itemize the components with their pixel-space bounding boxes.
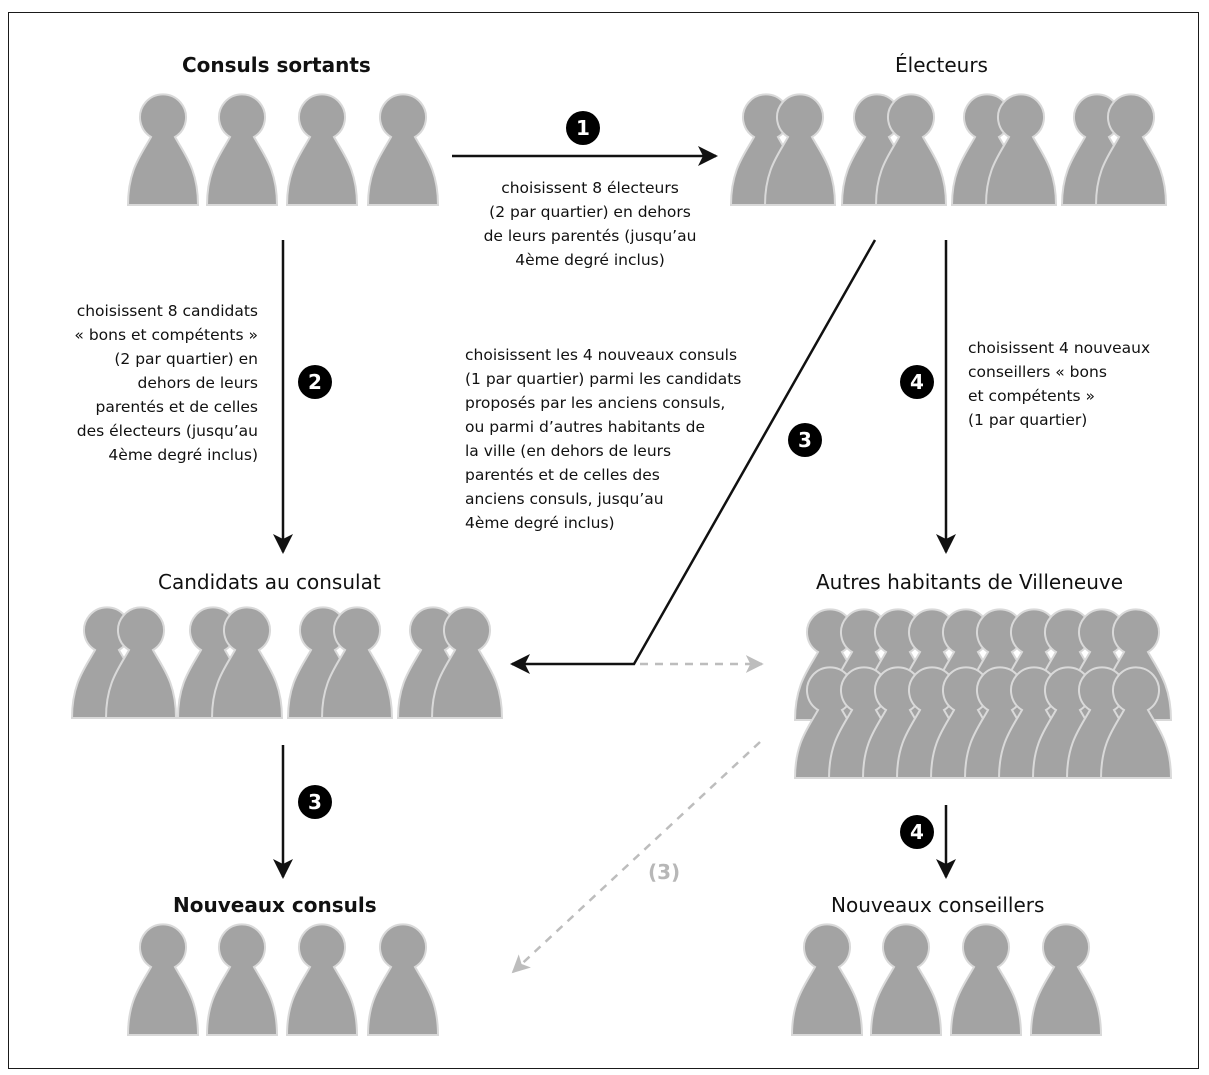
dashed-arrow-step3-optional [511,741,761,974]
person-figure [430,606,504,719]
svg-text:1: 1 [576,116,590,140]
person-figure [210,606,284,719]
person-figure [126,93,200,206]
svg-text:4: 4 [910,820,924,844]
badge-step4-lower: 4 [900,815,934,849]
title-autres-habitants: Autres habitants de Villeneuve [816,570,1124,594]
person-figure [1029,923,1103,1036]
title-candidats: Candidats au consulat [158,570,381,594]
title-electeurs: Électeurs [895,53,988,77]
person-figure [285,923,359,1036]
diagram-frame [8,12,1199,1069]
person-figure [205,923,279,1036]
svg-text:4: 4 [910,370,924,394]
person-figure [285,93,359,206]
figure-layer [70,93,1173,1036]
person-figure [126,923,200,1036]
arrow-step3-a [510,239,877,674]
svg-text:3: 3 [798,428,812,452]
badge-step3-lower: 3 [298,785,332,819]
person-figure [869,923,943,1036]
description-step3: choisissent les 4 nouveaux consuls (1 pa… [465,346,742,532]
person-figure [104,606,178,719]
badge-step4-upper: 4 [900,365,934,399]
badge-step1: 1 [566,111,600,145]
person-figure [763,93,837,206]
description-step1: choisissent 8 électeurs (2 par quartier)… [483,179,697,269]
label-step3-optional: (3) [648,860,681,884]
svg-text:3: 3 [308,790,322,814]
person-figure [366,93,440,206]
person-figure [874,93,948,206]
person-figure [320,606,394,719]
title-nouveaux-conseillers: Nouveaux conseillers [831,893,1045,917]
person-figure [984,93,1058,206]
description-step2: choisissent 8 candidats « bons et compét… [74,302,258,464]
person-figure [366,923,440,1036]
badge-step2: 2 [298,365,332,399]
person-figure [205,93,279,206]
badge-step3-diagonal: 3 [788,423,822,457]
description-step4: choisissent 4 nouveaux conseillers « bon… [968,339,1151,429]
title-nouveaux-consuls: Nouveaux consuls [173,893,377,917]
person-figure [1094,93,1168,206]
svg-text:2: 2 [308,370,322,394]
person-figure [790,923,864,1036]
person-figure [949,923,1023,1036]
person-figure [1099,666,1173,779]
title-consuls-sortants: Consuls sortants [182,53,371,77]
